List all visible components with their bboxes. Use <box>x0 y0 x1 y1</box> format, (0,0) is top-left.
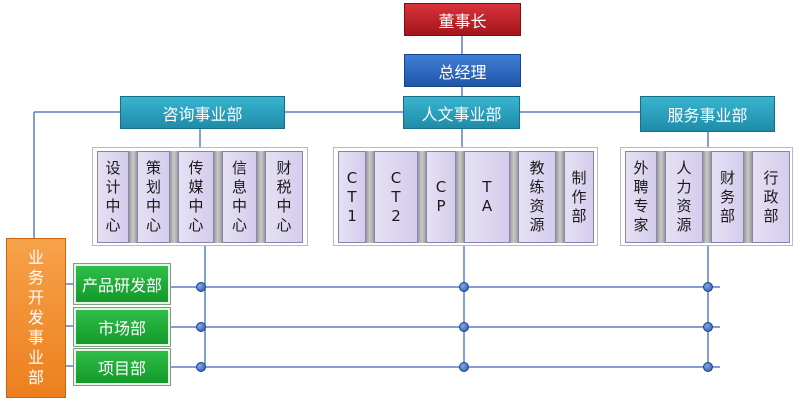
consulting-division-label: 咨询事业部 <box>162 104 243 124</box>
unit-label: 财 税 中 心 <box>276 159 292 234</box>
unit-production[interactable]: 制 作 部 <box>564 151 594 243</box>
unit-separator <box>703 151 711 243</box>
unit-planning-center[interactable]: 策 划 中 心 <box>137 151 170 243</box>
general-manager-box[interactable]: 总经理 <box>404 54 521 87</box>
consulting-units-group: 设 计 中 心 策 划 中 心 传 媒 中 心 信 息 中 心 财 税 中 心 <box>92 147 308 246</box>
unit-label: 财 务 部 <box>719 168 735 225</box>
unit-label: T A <box>481 178 493 215</box>
unit-separator <box>556 151 564 243</box>
dept-marketing-box[interactable]: 市场部 <box>74 308 170 346</box>
unit-ct2[interactable]: C T 2 <box>374 151 418 243</box>
unit-separator <box>418 151 426 243</box>
unit-finance-tax-center[interactable]: 财 税 中 心 <box>265 151 303 243</box>
chairman-box[interactable]: 董事长 <box>404 3 521 36</box>
humanities-division-box[interactable]: 人文事业部 <box>403 96 520 129</box>
unit-label: 信 息 中 心 <box>231 159 247 234</box>
unit-separator <box>257 151 265 243</box>
unit-label: C T 1 <box>346 168 358 225</box>
unit-label: C T 2 <box>390 168 402 225</box>
unit-separator <box>657 151 665 243</box>
business-dev-division-box[interactable]: 业 务 开 发 事 业 部 <box>6 238 66 398</box>
unit-label: 人 力 资 源 <box>676 159 692 234</box>
unit-label: C P <box>435 178 447 215</box>
junction-dot <box>459 322 469 332</box>
unit-separator <box>510 151 518 243</box>
chairman-label: 董事长 <box>438 11 487 31</box>
dept-product-rd-label: 产品研发部 <box>81 276 162 295</box>
junction-dot <box>459 282 469 292</box>
dept-project-box[interactable]: 项目部 <box>74 349 170 385</box>
dept-product-rd-box[interactable]: 产品研发部 <box>74 264 170 304</box>
unit-separator <box>170 151 178 243</box>
unit-label: 设 计 中 心 <box>105 159 121 234</box>
unit-cp[interactable]: C P <box>426 151 456 243</box>
unit-label: 行 政 部 <box>763 168 779 225</box>
consulting-division-box[interactable]: 咨询事业部 <box>120 96 285 129</box>
unit-label: 策 划 中 心 <box>145 159 161 234</box>
services-division-box[interactable]: 服务事业部 <box>640 96 775 132</box>
unit-information-center[interactable]: 信 息 中 心 <box>222 151 257 243</box>
dept-marketing-label: 市场部 <box>97 319 146 338</box>
unit-separator <box>744 151 752 243</box>
junction-dot <box>196 282 206 292</box>
humanities-units-group: C T 1 C T 2 C P T A 教 练 资 源 制 作 部 <box>333 147 598 246</box>
general-manager-label: 总经理 <box>438 62 487 82</box>
unit-label: 制 作 部 <box>571 168 587 225</box>
unit-ta[interactable]: T A <box>464 151 510 243</box>
junction-dot <box>196 362 206 372</box>
junction-dot <box>459 362 469 372</box>
junction-dot <box>196 322 206 332</box>
unit-design-center[interactable]: 设 计 中 心 <box>97 151 129 243</box>
unit-ct1[interactable]: C T 1 <box>338 151 366 243</box>
unit-separator <box>366 151 374 243</box>
unit-coach-resources[interactable]: 教 练 资 源 <box>518 151 556 243</box>
junction-dot <box>703 362 713 372</box>
junction-dot <box>703 282 713 292</box>
unit-finance-dept[interactable]: 财 务 部 <box>711 151 744 243</box>
unit-label: 外 聘 专 家 <box>633 159 649 234</box>
dept-project-label: 项目部 <box>97 359 146 378</box>
unit-separator <box>214 151 222 243</box>
unit-external-experts[interactable]: 外 聘 专 家 <box>625 151 657 243</box>
unit-separator <box>129 151 137 243</box>
services-units-group: 外 聘 专 家 人 力 资 源 财 务 部 行 政 部 <box>620 147 793 246</box>
unit-label: 教 练 资 源 <box>529 159 545 234</box>
unit-human-resources[interactable]: 人 力 资 源 <box>665 151 703 243</box>
humanities-division-label: 人文事业部 <box>421 104 502 124</box>
unit-media-center[interactable]: 传 媒 中 心 <box>178 151 214 243</box>
junction-dot <box>703 322 713 332</box>
services-division-label: 服务事业部 <box>667 106 748 125</box>
unit-separator <box>456 151 464 243</box>
business-dev-division-label: 业 务 开 发 事 业 部 <box>27 248 44 387</box>
unit-administration-dept[interactable]: 行 政 部 <box>752 151 790 243</box>
unit-label: 传 媒 中 心 <box>188 159 204 234</box>
